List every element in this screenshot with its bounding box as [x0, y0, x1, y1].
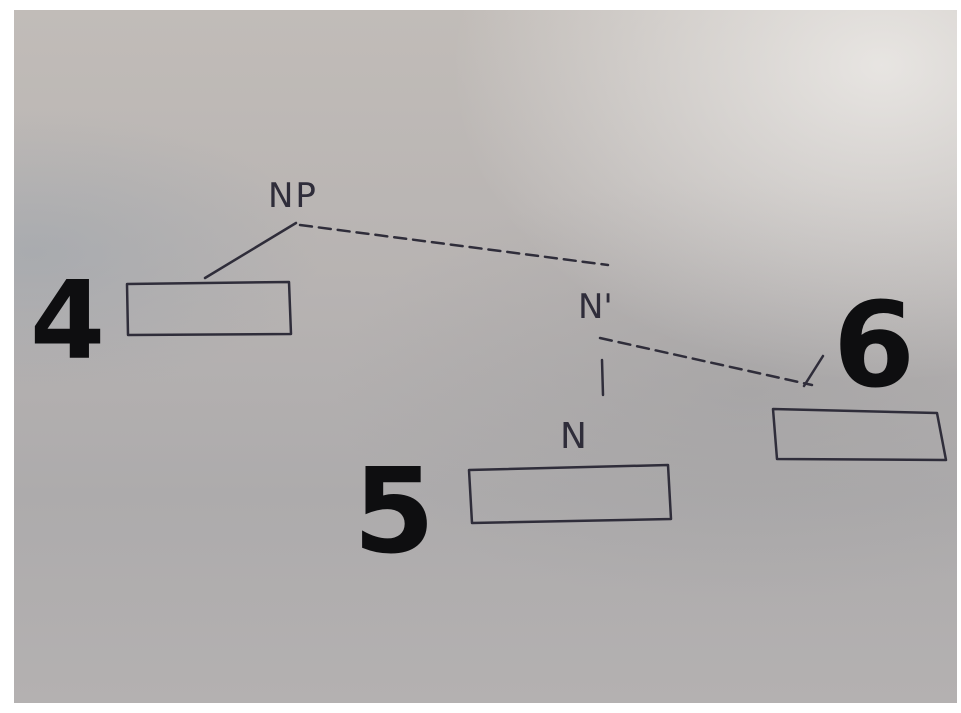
branch-n-bar-to-slot-6 — [598, 336, 814, 387]
answer-box-4[interactable] — [125, 280, 293, 337]
answer-box-6[interactable] — [771, 407, 948, 462]
branch-np-to-slot-4 — [203, 221, 298, 280]
paper-background — [14, 10, 957, 703]
answer-box-5[interactable] — [467, 463, 673, 525]
branch-tick-slot-6 — [802, 354, 825, 388]
node-label-np: NP — [268, 176, 318, 216]
branch-np-to-n-bar — [298, 223, 610, 267]
node-label-n-bar: N' — [578, 287, 613, 327]
node-label-n: N — [560, 416, 587, 457]
slot-number-4: 4 — [30, 259, 105, 384]
branch-n-bar-to-n — [600, 358, 605, 397]
slot-number-5: 5 — [353, 442, 435, 580]
slot-number-6: 6 — [833, 276, 915, 414]
